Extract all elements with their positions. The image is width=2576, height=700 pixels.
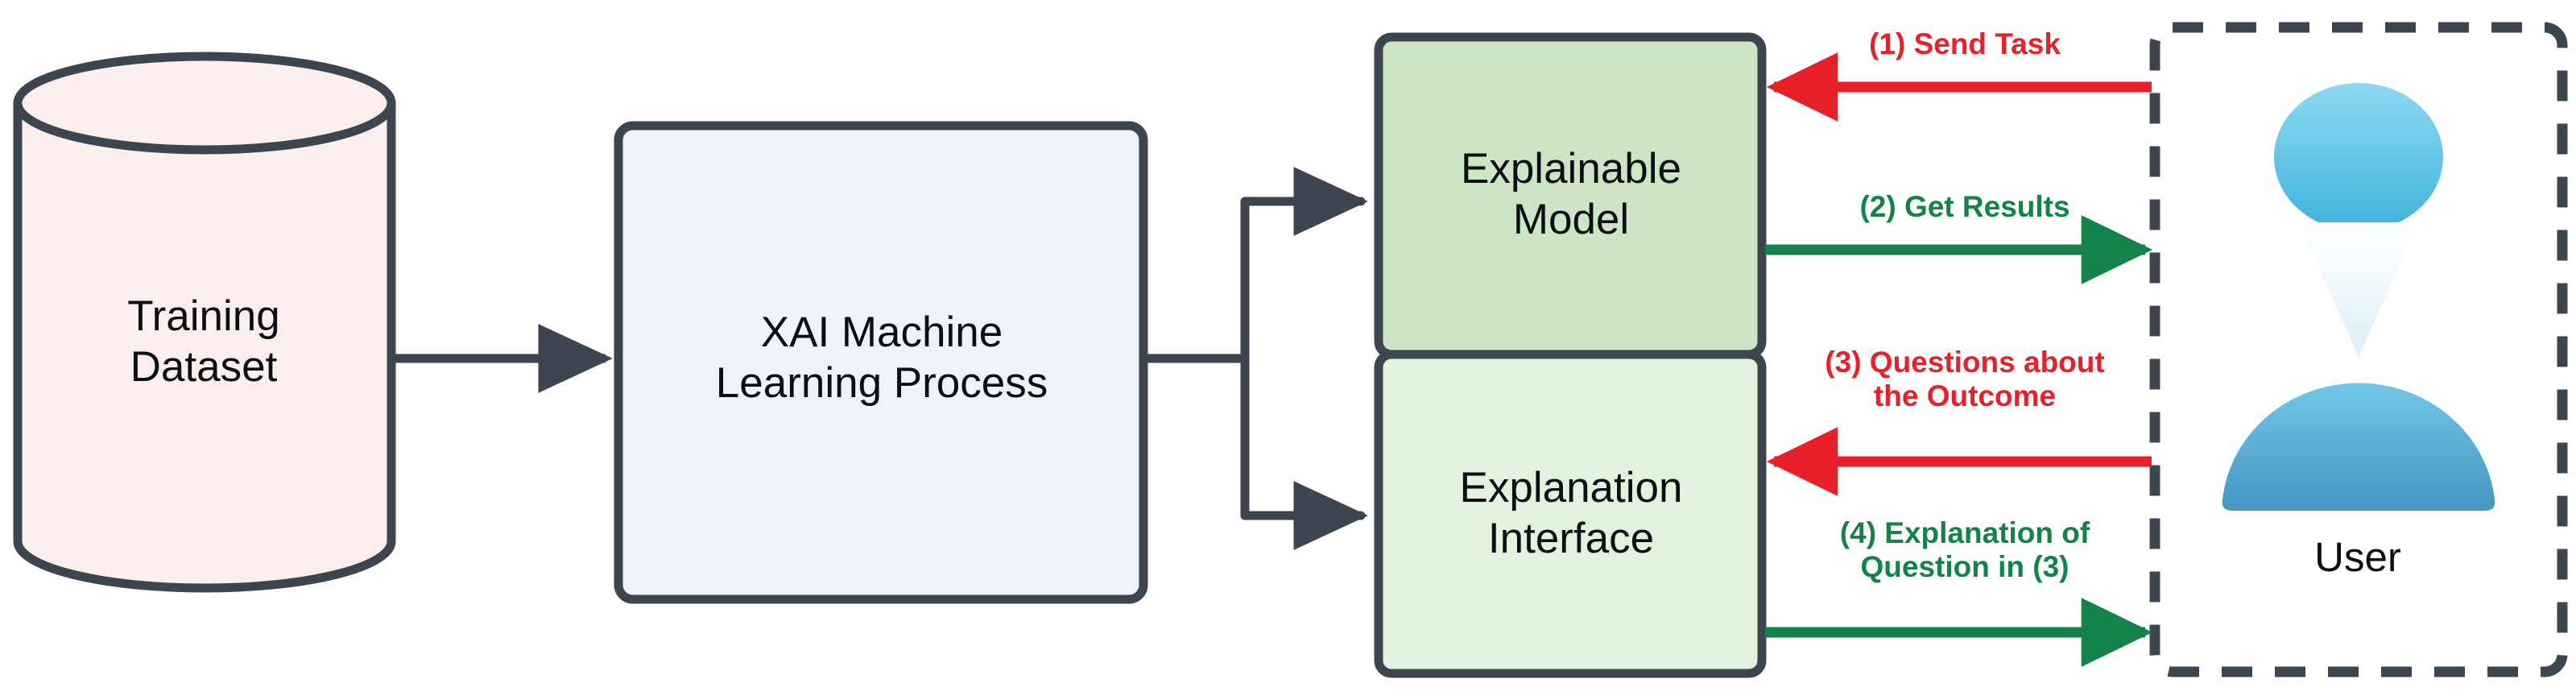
node-explanation-interface[interactable] <box>1374 350 1767 678</box>
edge-4-label: (4) Explanation of Question in (3) <box>1839 516 2090 583</box>
node-explainable-model[interactable] <box>1374 32 1767 359</box>
edge-3-label: (3) Questions about the Outcome <box>1825 345 2105 412</box>
user-avatar-icon <box>2222 83 2495 511</box>
edge-xai-to-interface <box>1240 354 1368 550</box>
edge-2-label: (2) Get Results <box>1859 189 2070 223</box>
edge-xai-to-model <box>1240 167 1368 363</box>
node-xai-process[interactable] <box>614 121 1148 604</box>
node-training-dataset[interactable] <box>13 52 396 593</box>
edge-xai-branch <box>1139 167 1368 550</box>
edge-1-label: (1) Send Task <box>1869 27 2061 60</box>
